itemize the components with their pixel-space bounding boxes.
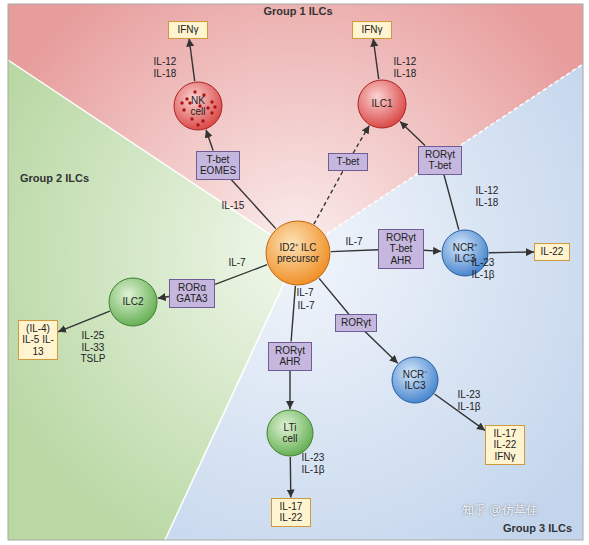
cytokine-signal: IL-12 IL-18 [388,56,422,79]
cell-body [358,80,406,128]
pathway-arrow [489,251,534,253]
pathway-arrow [289,371,290,410]
cell-name: NK cell [186,95,210,118]
group-title: Group 2 ILCs [20,172,110,184]
cell-text-holder: NCR⁻ ILC3 [391,356,439,404]
granule-dot [201,119,204,122]
pathway-arrow [400,121,425,145]
cytokine-signal: IL-23 IL-1β [466,257,500,280]
factor-box: T-bet EOMES [196,151,240,180]
group-title: Group 1 ILCs [248,5,348,17]
cell-text-holder: NK cell [173,81,223,131]
cell-text-holder: ILC2 [108,277,158,327]
cell-name: ILC2 [113,296,153,308]
cell-name: NCR⁻ ILC3 [399,369,431,392]
watermark: 知乎 @仿草佳 [462,502,562,519]
pathway-arrow [331,250,378,252]
factor-box: RORα GATA3 [169,279,215,308]
cytokine-name: (IL-4) IL-5 IL-13 [21,323,55,358]
factor-name: T-bet [331,156,365,168]
cytokine-signal: IL-12 IL-18 [148,56,182,79]
group3-sector [165,64,583,540]
factor-name: RORα GATA3 [172,282,212,305]
cell-circle: LTi cell [266,409,314,457]
factor-name: RORγt T-bet [421,149,459,172]
cell-text-holder: LTi cell [266,409,314,457]
pathway-arrow [373,39,379,80]
granule-dot [210,111,213,114]
pathway-arrow [314,171,343,225]
cytokine-name: IFNγ [171,24,205,36]
pathway-arrow [189,39,195,82]
factor-box: RORγt T-bet AHR [378,229,424,270]
factor-box: T-bet [328,153,368,171]
cytokine-name: IL-17 IL-22 [274,501,308,524]
cell-circle: ID2⁺ ILC precursor [265,220,331,286]
cell-circle: ILC1 [357,79,407,129]
cell-circle: ILC2 [108,277,158,327]
factor-name: RORγt T-bet AHR [381,232,421,267]
granule-dot [182,108,185,111]
factor-name: RORγt [338,317,374,329]
factor-box: RORγt AHR [268,342,312,371]
cytokine-name: IL-22 [537,246,567,258]
factor-name: T-bet EOMES [199,154,237,177]
cytokine-signal: IL-23 IL-1β [296,452,330,475]
granule-dot [180,101,183,104]
cytokine-box: IL-17 IL-22 IFNγ [485,425,525,466]
cytokine-box: IL-17 IL-22 [271,498,311,527]
group-title: Group 3 ILCs [503,522,583,534]
cytokine-box: (IL-4) IL-5 IL-13 [18,320,58,361]
cell-body [392,357,438,403]
cytokine-signal: IL-7 [337,236,371,248]
pathway-arrow [158,297,169,299]
granule-dot [213,105,216,108]
cell-name: LTi cell [278,422,302,445]
cell-body [109,278,157,326]
pathway-arrow [290,457,292,498]
pathway-arrow [291,286,295,342]
figure-frame [8,4,583,540]
cytokine-signal: IL-15 [216,200,250,212]
cytokine-signal: IL-7 [220,257,254,269]
cytokine-box: IFNγ [352,21,392,39]
granule-dot [206,106,209,109]
pathway-arrow [353,126,369,154]
cell-text-holder: ILC1 [357,79,407,129]
pathway-arrow [424,250,441,251]
cytokine-signal: IL-25 IL-33 TSLP [76,330,110,365]
cell-text-holder: ID2⁺ ILC precursor [265,220,331,286]
cell-body [266,221,330,285]
cytokine-name: IL-17 IL-22 IFNγ [488,428,522,463]
cell-name: ILC1 [362,98,402,110]
factor-box: RORγt [335,314,377,332]
pathway-arrow [365,332,398,364]
cell-body [267,410,313,456]
factor-box: RORγt T-bet [418,146,462,175]
pathway-arrow [444,175,459,230]
cytokine-signal: IL-23 IL-1β [452,389,486,412]
granule-dot [210,100,213,103]
cell-body [174,82,222,130]
cell-circle: NCR⁻ ILC3 [391,356,439,404]
granule-dot [190,117,193,120]
pathway-arrow [58,311,110,332]
cell-circle: NK cell [173,81,223,131]
cytokine-box: IL-22 [534,243,570,261]
granule-dot [193,90,196,93]
cytokine-signal: IL-7 [288,287,322,299]
granule-dot [185,97,188,100]
sector-border [8,60,298,253]
cytokine-signal: IL-12 IL-18 [470,185,504,208]
sector-border-dashed [298,64,583,253]
cytokine-name: IFNγ [355,24,389,36]
granule-dot [196,123,199,126]
cytokine-box: IFNγ [168,21,208,39]
pathway-arrow [319,278,349,314]
cell-name: ID2⁺ ILC precursor [272,242,324,265]
pathway-arrow [206,130,213,151]
factor-name: RORγt AHR [271,345,309,368]
cytokine-signal: IL-7 [289,300,323,312]
